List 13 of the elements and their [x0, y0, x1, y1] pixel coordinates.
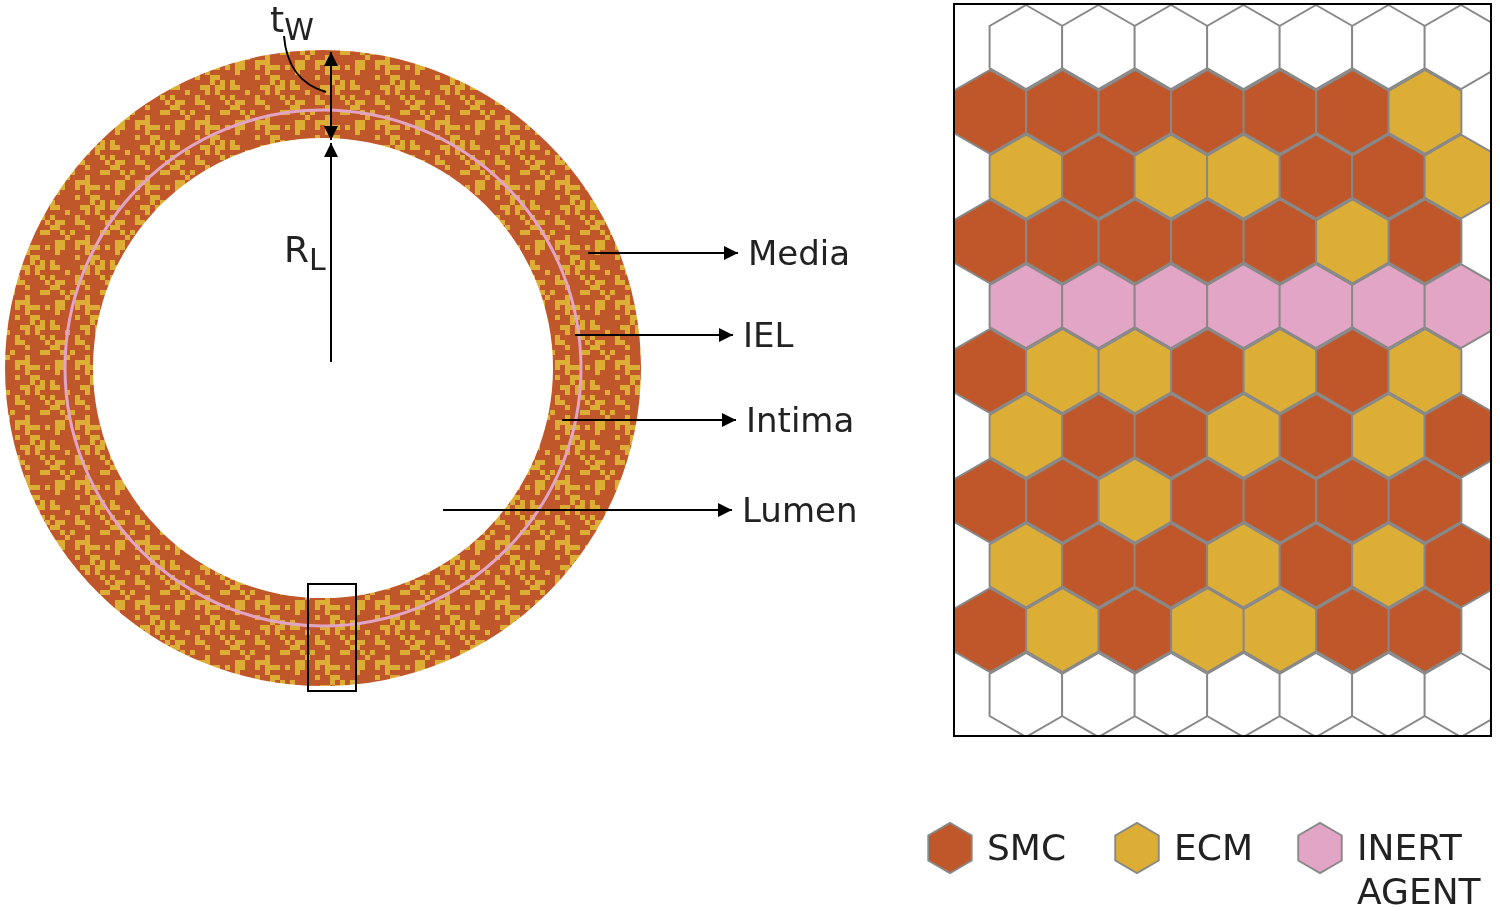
legend-label: INERT AGENT — [1357, 826, 1482, 911]
layer-label: IEL — [743, 315, 794, 355]
layer-label: Media — [748, 233, 851, 273]
leader-arrow — [442, 503, 733, 517]
dimension-label: R$_{L}$ — [284, 230, 326, 280]
legend-label: ECM — [1174, 826, 1253, 870]
dimension-label: t$_{W}$ — [270, 0, 314, 50]
region-label: Lumen — [742, 490, 858, 530]
leader-arrow — [574, 328, 734, 342]
legend-label: SMC — [987, 826, 1067, 870]
leader-arrow — [561, 413, 737, 427]
layer-label: Intima — [746, 400, 855, 440]
leader-arrow — [587, 246, 739, 260]
